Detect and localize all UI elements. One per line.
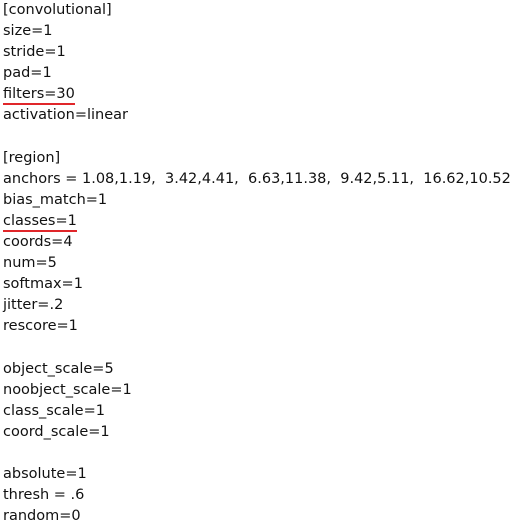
line-text: noobject_scale=1 [3, 381, 132, 398]
config-line: activation=linear [3, 105, 509, 126]
config-line: coord_scale=1 [3, 422, 509, 443]
config-line: stride=1 [3, 42, 509, 63]
line-text: thresh = .6 [3, 487, 85, 504]
config-line: absolute=1 [3, 464, 509, 485]
line-text: anchors = 1.08,1.19, 3.42,4.41, 6.63,11.… [3, 170, 511, 187]
line-text: random=0 [3, 508, 81, 525]
config-line: num=5 [3, 253, 509, 274]
line-text: softmax=1 [3, 276, 83, 293]
line-text: size=1 [3, 23, 53, 40]
config-line: jitter=.2 [3, 295, 509, 316]
config-line: coords=4 [3, 232, 509, 253]
line-text: coords=4 [3, 234, 73, 251]
config-line: softmax=1 [3, 274, 509, 295]
config-line: pad=1 [3, 63, 509, 84]
highlighted-text: filters=30 [3, 86, 75, 106]
line-text: absolute=1 [3, 466, 87, 483]
blank-line [3, 338, 509, 359]
line-text: jitter=.2 [3, 297, 64, 314]
blank-line [3, 443, 509, 464]
config-line: anchors = 1.08,1.19, 3.42,4.41, 6.63,11.… [3, 169, 511, 190]
config-line: rescore=1 [3, 316, 509, 337]
config-line: [region] [3, 148, 509, 169]
config-line: [convolutional] [3, 0, 509, 21]
line-text: pad=1 [3, 65, 52, 82]
config-line: class_scale=1 [3, 401, 509, 422]
line-text: coord_scale=1 [3, 423, 110, 440]
line-text: [region] [3, 149, 61, 166]
line-text: object_scale=5 [3, 360, 114, 377]
config-line: random=0 [3, 506, 509, 527]
config-file-view: [convolutional] size=1 stride=1 pad=1 filter… [3, 0, 511, 527]
config-line: bias_match=1 [3, 190, 509, 211]
line-text: num=5 [3, 255, 57, 272]
config-line: thresh = .6 [3, 485, 509, 506]
line-text: bias_match=1 [3, 191, 108, 208]
config-line: noobject_scale=1 [3, 380, 509, 401]
line-text: activation=linear [3, 107, 128, 124]
blank-line [3, 127, 509, 148]
line-text: stride=1 [3, 44, 66, 61]
highlighted-text: classes=1 [3, 213, 77, 232]
config-line: object_scale=5 [3, 359, 509, 380]
line-text: [convolutional] [3, 2, 112, 18]
line-text: rescore=1 [3, 318, 78, 335]
config-line-highlighted: classes=1 [3, 211, 509, 232]
config-line-highlighted: filters=30 [3, 84, 509, 106]
line-text: class_scale=1 [3, 402, 105, 419]
config-line: size=1 [3, 21, 509, 42]
